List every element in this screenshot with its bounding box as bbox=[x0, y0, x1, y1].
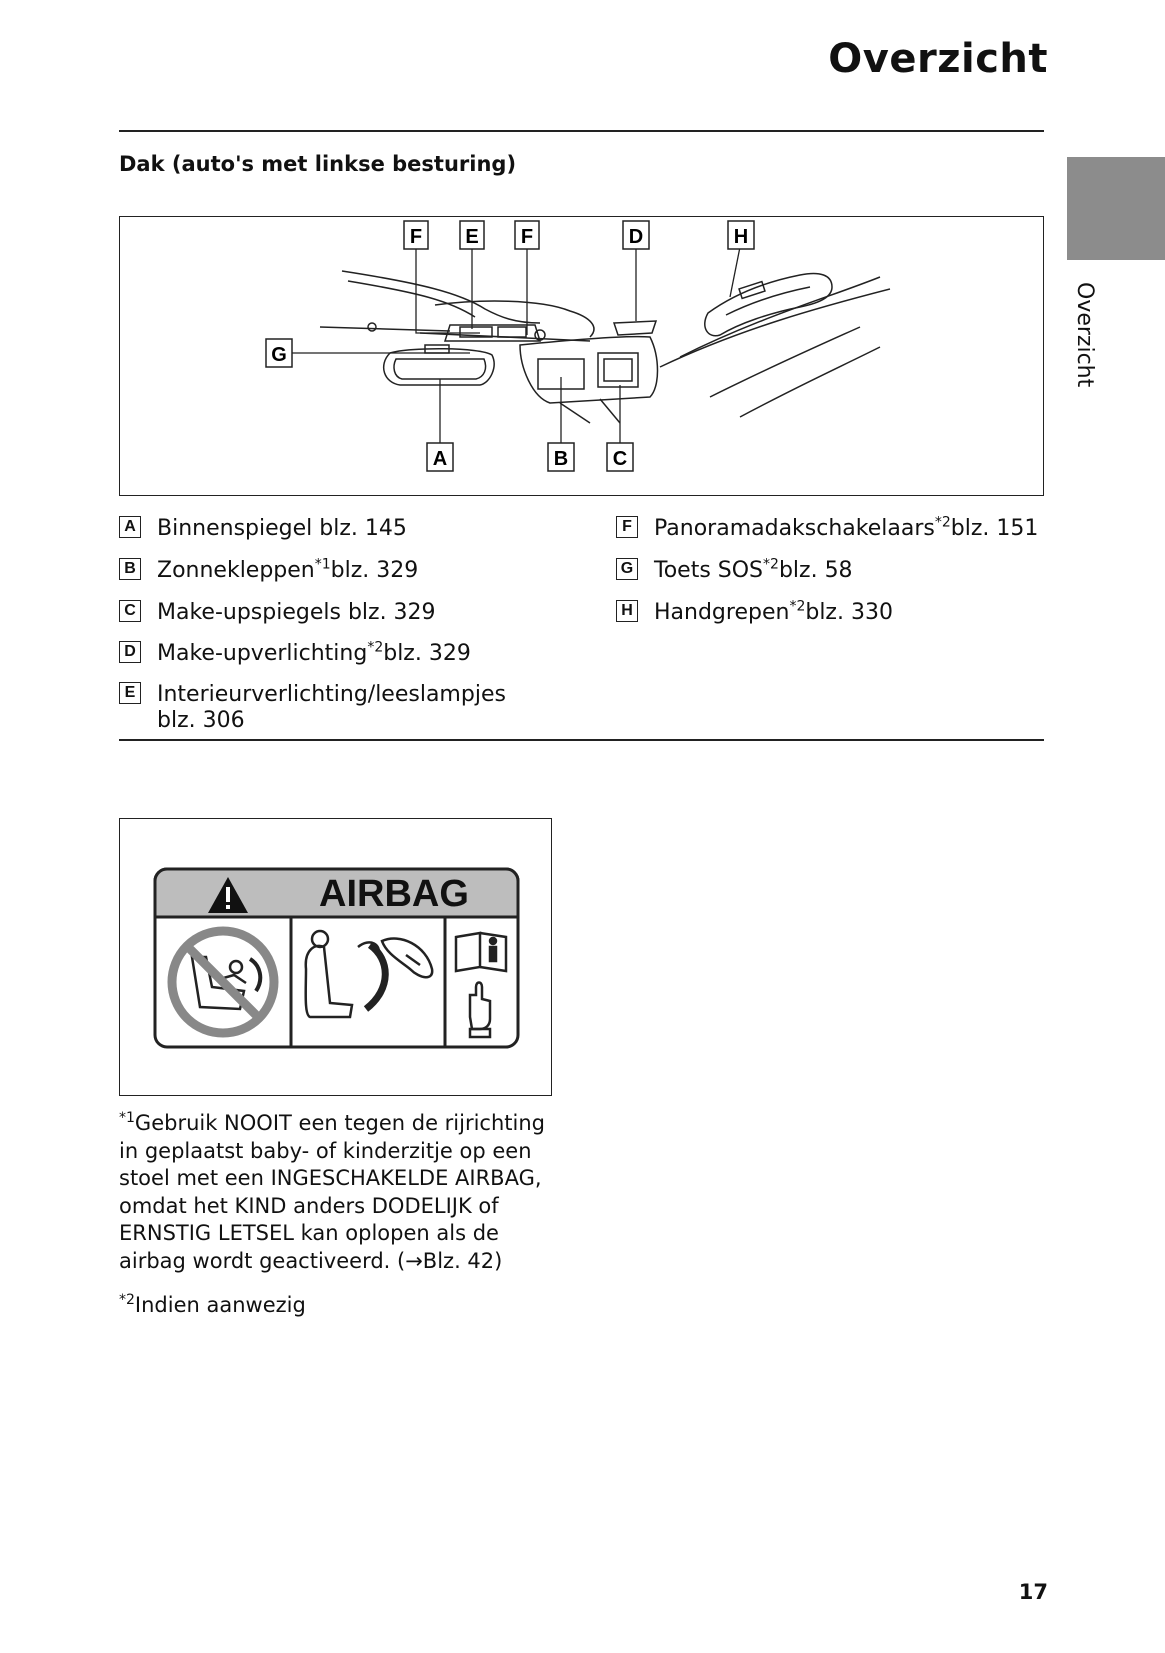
svg-text:C: C bbox=[613, 448, 627, 470]
callout-d: D bbox=[622, 220, 650, 250]
legend-text: Make-upverlichting bbox=[157, 641, 368, 666]
legend-item-a: A Binnenspiegel blz. 145 bbox=[119, 516, 407, 542]
callout-e: E bbox=[459, 220, 485, 250]
page-title: Overzicht bbox=[828, 36, 1048, 82]
legend-key: D bbox=[119, 641, 141, 663]
legend-page-ref: blz. 151 bbox=[950, 516, 1039, 541]
callout-c: C bbox=[606, 442, 634, 472]
legend-item-e: E Interieurverlichting/leeslampjes blz. 3… bbox=[119, 682, 506, 734]
page-number: 17 bbox=[1018, 1580, 1048, 1604]
chapter-tab-label: Overzicht bbox=[1072, 282, 1097, 388]
legend-key: G bbox=[616, 558, 638, 580]
header-rule bbox=[119, 130, 1044, 132]
legend-item-c: C Make-upspiegels blz. 329 bbox=[119, 600, 436, 626]
roof-illustration: F E F D H G A bbox=[265, 220, 891, 472]
airbag-warning-label: AIRBAG bbox=[119, 818, 552, 1096]
legend-page-ref: blz. 329 bbox=[330, 558, 419, 583]
svg-text:D: D bbox=[629, 226, 643, 248]
legend-text: Panoramadakschakelaars bbox=[654, 516, 935, 541]
legend-text: Zonnekleppen bbox=[157, 558, 315, 583]
footnote-line: in geplaatst baby- of kinderzitje op een bbox=[119, 1138, 532, 1163]
airbag-title: AIRBAG bbox=[319, 873, 469, 915]
footnote-mark: *2 bbox=[119, 1292, 135, 1308]
footnote-line: stoel met een INGESCHAKELDE AIRBAG, bbox=[119, 1166, 542, 1190]
legend-text: Make-upspiegels blz. 329 bbox=[157, 600, 436, 625]
legend-text: Binnenspiegel blz. 145 bbox=[157, 516, 407, 541]
no-rear-facing-child-seat-icon bbox=[167, 926, 279, 1038]
legend-item-h: H Handgrepen*2blz. 330 bbox=[616, 600, 893, 626]
legend-text: Handgrepen bbox=[654, 600, 790, 625]
footnote-mark: *1 bbox=[119, 1110, 135, 1126]
legend-page-ref: blz. 58 bbox=[778, 558, 853, 583]
footnote-1: *1Gebruik NOOIT een tegen de rijrichting… bbox=[119, 1110, 559, 1275]
footnote-line: ERNSTIG LETSEL kan oplopen als de bbox=[119, 1221, 499, 1245]
legend-footnote-mark: *2 bbox=[789, 598, 806, 615]
section-rule bbox=[119, 739, 1044, 741]
warning-triangle-icon bbox=[208, 877, 248, 913]
legend-item-f: F Panoramadakschakelaars*2blz. 151 bbox=[616, 516, 1038, 542]
legend-item-b: B Zonnekleppen*1blz. 329 bbox=[119, 558, 418, 584]
svg-text:H: H bbox=[734, 226, 748, 248]
footnote-line: Gebruik NOOIT een tegen de rijrichting bbox=[134, 1111, 545, 1135]
callout-f-left: F bbox=[403, 220, 429, 250]
legend-key: E bbox=[119, 682, 141, 704]
legend-key: C bbox=[119, 600, 141, 622]
legend-key: F bbox=[616, 516, 638, 538]
svg-text:B: B bbox=[554, 448, 568, 470]
svg-text:F: F bbox=[410, 226, 422, 248]
legend-footnote-mark: *2 bbox=[367, 639, 384, 656]
airbag-label-graphic: AIRBAG bbox=[153, 867, 520, 1049]
legend-footnote-mark: *2 bbox=[934, 514, 951, 531]
legend-text: Toets SOS bbox=[654, 558, 764, 583]
chapter-tab bbox=[1067, 157, 1165, 260]
roof-diagram: F E F D H G A bbox=[119, 216, 1044, 496]
footnote-line: airbag wordt geactiveerd. (→Blz. 42) bbox=[119, 1248, 503, 1273]
callout-g: G bbox=[265, 338, 293, 368]
legend-item-d: D Make-upverlichting*2blz. 329 bbox=[119, 641, 471, 667]
callout-f-right: F bbox=[514, 220, 540, 250]
callout-b: B bbox=[547, 442, 575, 472]
footnote-line: omdat het KIND anders DODELIJK of bbox=[119, 1193, 499, 1218]
svg-text:A: A bbox=[433, 448, 447, 470]
seat-airbag-icon bbox=[304, 929, 434, 1019]
legend-page-ref: blz. 329 bbox=[383, 641, 471, 666]
legend-key: A bbox=[119, 516, 141, 538]
legend-page-ref: blz. 330 bbox=[805, 600, 893, 625]
legend-item-g: G Toets SOS*2blz. 58 bbox=[616, 558, 853, 584]
legend-text: Interieurverlichting/leeslampjes bbox=[157, 682, 506, 707]
read-manual-icon bbox=[454, 931, 508, 1039]
legend-key: B bbox=[119, 558, 141, 580]
callout-h: H bbox=[727, 220, 755, 250]
legend-key: H bbox=[616, 600, 638, 622]
svg-text:F: F bbox=[521, 226, 533, 248]
legend-footnote-mark: *1 bbox=[314, 556, 331, 573]
section-title: Dak (auto's met linkse besturing) bbox=[119, 152, 517, 176]
svg-text:E: E bbox=[465, 226, 478, 248]
svg-text:G: G bbox=[271, 344, 287, 366]
footnote-text: Indien aanwezig bbox=[134, 1293, 306, 1317]
legend-footnote-mark: *2 bbox=[763, 556, 779, 573]
footnote-2: *2Indien aanwezig bbox=[119, 1292, 559, 1320]
callout-a: A bbox=[426, 442, 454, 472]
legend-page-ref: blz. 306 bbox=[157, 708, 245, 733]
